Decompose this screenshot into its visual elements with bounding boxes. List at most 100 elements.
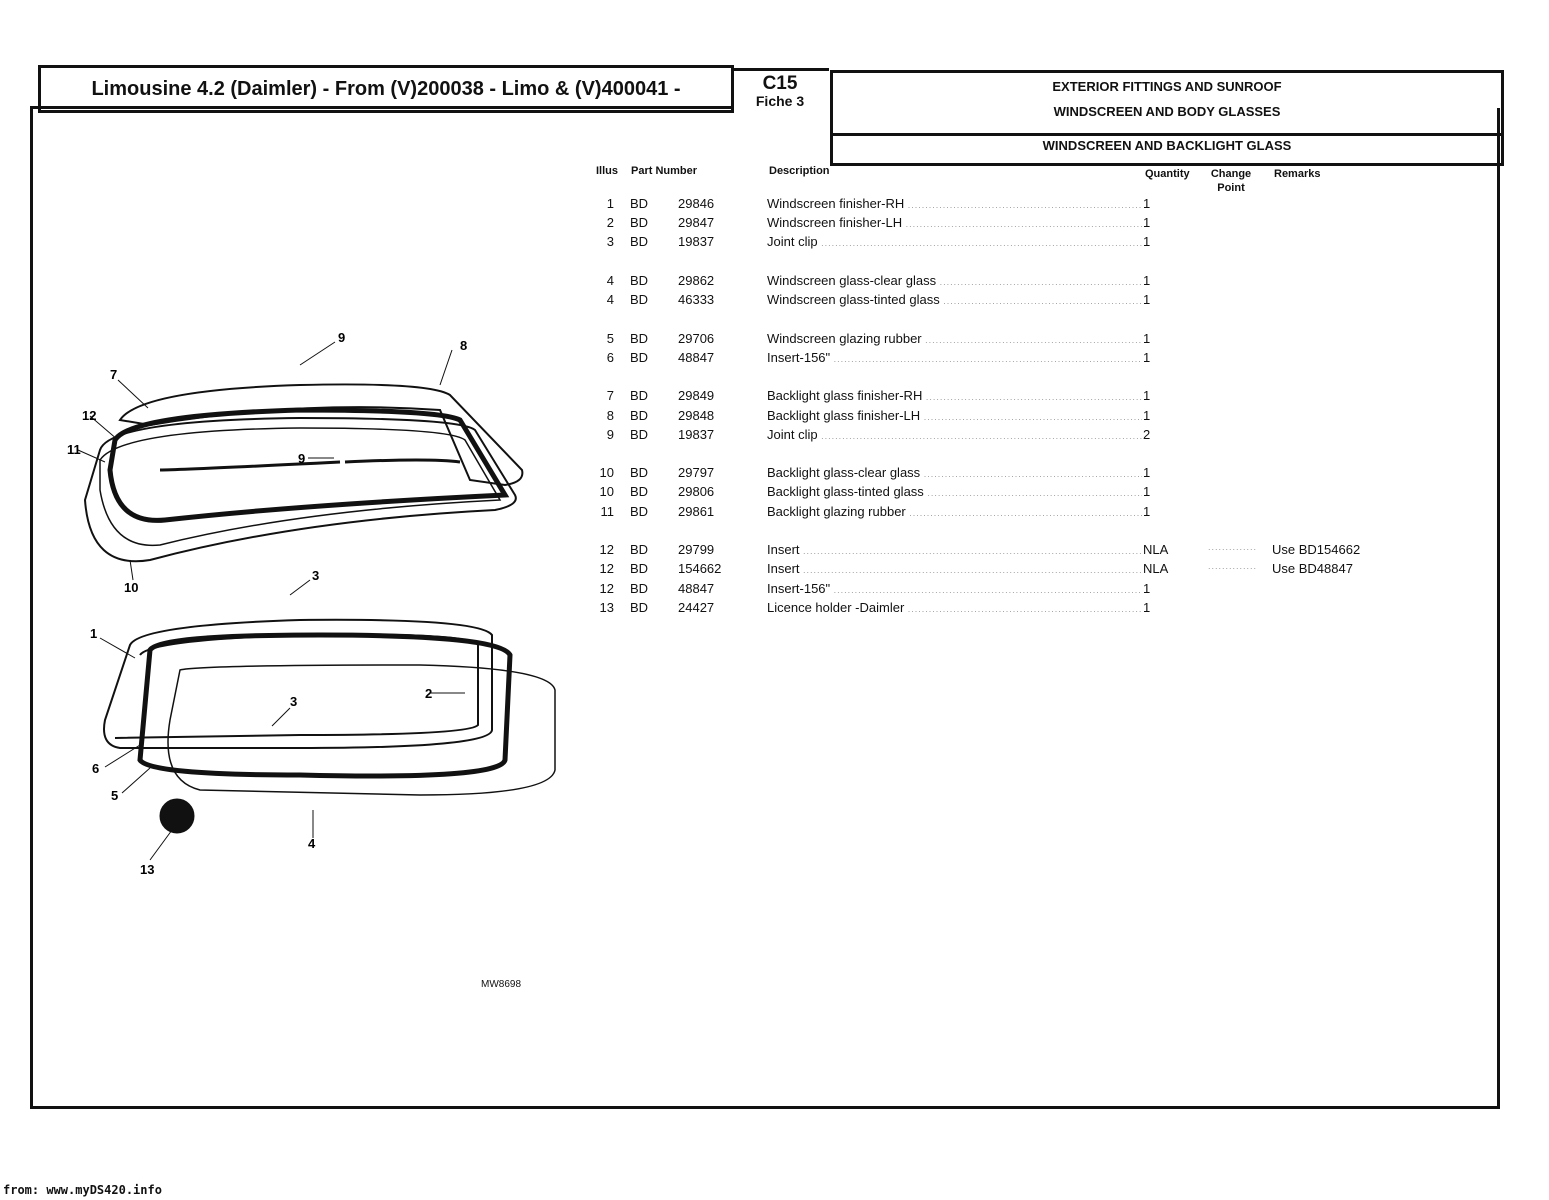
description-cell: Windscreen glass-clear glass [767,273,1142,288]
description-cell: Windscreen finisher-LH [767,215,1142,230]
callout-6: 6 [92,761,99,776]
table-row: 12BD29799InsertNLA..............Use BD15… [590,542,1390,560]
description-cell: Backlight glass-clear glass [767,465,1142,480]
description-cell: Windscreen glazing rubber [767,331,1142,346]
part-number: 24427 [678,599,715,615]
quantity-cell: 1 [1143,234,1151,250]
windscreen-glass [167,664,556,796]
part-prefix: BD [630,407,649,423]
callout-12: 12 [82,408,96,423]
backlight-glass [83,416,517,563]
remarks-cell: Use BD48847 [1272,561,1353,577]
callout-3: 3 [312,568,319,583]
category-box: EXTERIOR FITTINGS AND SUNROOF WINDSCREEN… [830,70,1504,136]
callout-8: 8 [460,338,467,353]
description-cell: Backlight glazing rubber [767,504,1142,519]
change-point-leader: .............. [1208,542,1258,553]
description-cell: Joint clip [767,234,1142,249]
part-number: 29848 [678,407,715,423]
divider [30,106,731,109]
diagram-code: MW8698 [481,979,522,990]
change-point-leader: .............. [1208,561,1258,572]
description-cell: Backlight glass finisher-RH [767,388,1142,403]
callout-5: 5 [111,788,118,803]
illus-cell: 8 [606,407,614,423]
part-number: 29846 [678,196,715,211]
part-number: 29862 [678,272,715,288]
illus-cell: 2 [606,215,614,231]
col-remarks: Remarks [1274,168,1321,180]
callout-9b: 9 [298,451,305,466]
part-number: 29706 [678,330,715,346]
description-cell: Backlight glass finisher-LH [767,408,1142,423]
backlight-rubber [99,427,502,547]
part-prefix: BD [630,292,649,308]
part-prefix: BD [630,215,649,231]
title-text: Limousine 4.2 (Daimler) - From (V)200038… [91,77,681,100]
part-prefix: BD [630,349,649,365]
illus-cell: 5 [606,330,614,346]
quantity-cell: 1 [1143,272,1151,288]
callout-7: 7 [110,367,117,382]
category-2: WINDSCREEN AND BODY GLASSES [1053,104,1281,119]
callout-3b: 3 [290,694,297,709]
col-description: Description [769,165,830,177]
subcategory: WINDSCREEN AND BACKLIGHT GLASS [830,132,1504,166]
part-prefix: BD [630,542,649,558]
col-quantity: Quantity [1145,168,1190,180]
part-prefix: BD [630,561,649,577]
quantity-cell: 1 [1143,196,1151,211]
description-cell: Insert [767,561,1142,576]
category-1: EXTERIOR FITTINGS AND SUNROOF [1052,79,1282,94]
part-prefix: BD [630,330,649,346]
source-footer: from: www.myDS420.info [3,1183,162,1197]
description-cell: Joint clip [767,427,1142,442]
description-cell: Windscreen finisher-RH [767,196,1142,211]
illus-cell: 4 [606,272,614,288]
part-prefix: BD [630,503,649,519]
illus-cell: 12 [599,542,614,558]
quantity-cell: 1 [1143,599,1151,615]
illus-cell: 1 [606,196,614,211]
part-prefix: BD [630,484,649,500]
illus-cell: 13 [599,599,614,615]
part-number: 29806 [678,484,715,500]
part-prefix: BD [630,465,649,481]
illus-cell: 4 [606,292,614,308]
part-prefix: BD [630,272,649,288]
remarks-cell: Use BD154662 [1272,542,1361,558]
description-cell: Licence holder -Daimler [767,600,1142,615]
illus-cell: 12 [599,561,614,577]
page-title: Limousine 4.2 (Daimler) - From (V)200038… [38,65,734,113]
illus-cell: 12 [599,580,614,596]
windscreen-rubber [137,632,513,779]
part-prefix: BD [630,426,649,442]
table-row: 12BD154662InsertNLA..............Use BD4… [590,561,1390,579]
description-cell: Windscreen glass-tinted glass [767,292,1142,307]
part-number: 29797 [678,465,715,481]
illus-cell: 10 [599,484,614,500]
part-number: 19837 [678,234,715,250]
windscreen-finisher [103,618,493,749]
illus-cell: 6 [606,349,614,365]
callout-11: 11 [67,442,81,457]
quantity-cell: 1 [1143,388,1151,404]
illus-cell: 10 [599,465,614,481]
callout-4: 4 [308,836,316,851]
quantity-cell: 1 [1143,330,1151,346]
illus-cell: 3 [606,234,614,250]
part-number: 48847 [678,349,715,365]
part-prefix: BD [630,388,649,404]
